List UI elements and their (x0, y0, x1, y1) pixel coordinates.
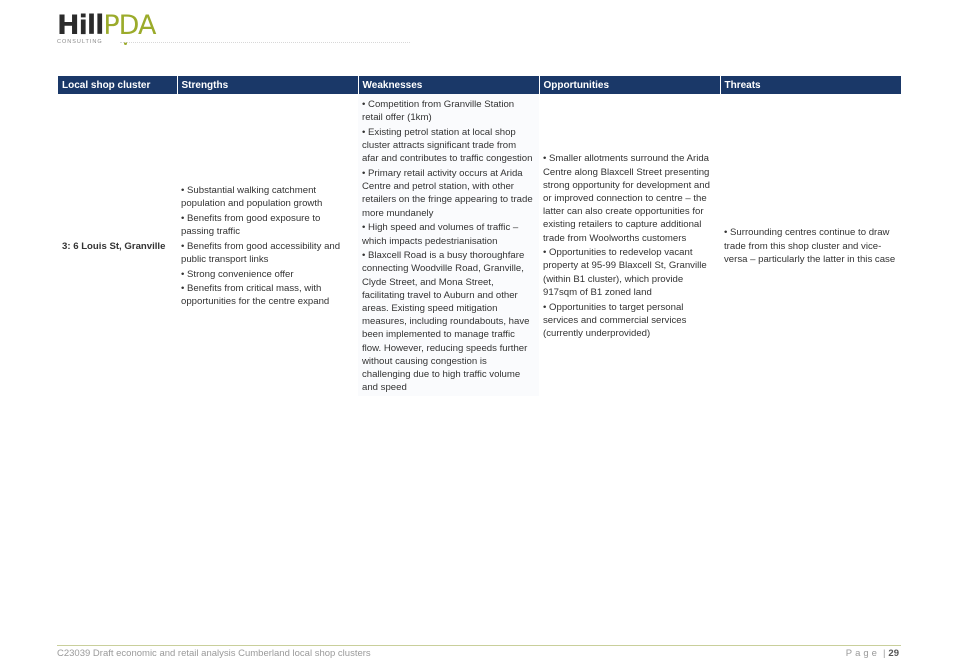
column-header-strengths: Strengths (177, 76, 359, 94)
cluster-name-cell: 3: 6 Louis St, Granville (62, 241, 166, 253)
opportunity-item: • Opportunities to redevelop vacant prop… (543, 247, 707, 298)
logo-hill-text: Hill (57, 10, 104, 41)
threats-cell: • Surrounding centres continue to draw t… (720, 94, 901, 396)
page-label: Page (845, 648, 880, 659)
threat-item: • Surrounding centres continue to draw t… (724, 227, 896, 265)
page-number: 29 (888, 648, 899, 659)
footer-divider (57, 645, 901, 646)
logo-dot-icon (124, 42, 127, 45)
weakness-item: • Competition from Granville Station ret… (362, 99, 515, 124)
column-header-weaknesses: Weaknesses (358, 76, 540, 94)
hillpda-logo: HillPDA CONSULTING (57, 10, 156, 45)
logo-wordmark: HillPDA (57, 10, 156, 41)
strength-item: • Strong convenience offer (181, 268, 294, 280)
table-header-row: Local shop cluster Strengths Weaknesses … (58, 76, 901, 94)
footer-document-title: C23039 Draft economic and retail analysi… (57, 648, 371, 659)
logo-subtitle: CONSULTING (57, 39, 103, 45)
swot-table: Local shop cluster Strengths Weaknesses … (58, 76, 901, 396)
footer-page-indicator: Page|29 (846, 648, 899, 659)
table-row: 3: 6 Louis St, Granville • Substantial w… (58, 94, 901, 396)
strength-item: • Benefits from good accessibility and p… (181, 240, 341, 265)
opportunities-cell: • Smaller allotments surround the Arida … (539, 94, 720, 396)
strength-item: • Benefits from good exposure to passing… (181, 212, 321, 237)
weakness-item: • High speed and volumes of traffic – wh… (362, 222, 519, 247)
weaknesses-cell: • Competition from Granville Station ret… (358, 94, 539, 396)
weakness-item: • Existing petrol station at local shop … (362, 126, 533, 165)
header-divider (120, 42, 410, 43)
strength-item: • Benefits from critical mass, with oppo… (181, 283, 330, 308)
weakness-item: • Blaxcell Road is a busy thoroughfare c… (362, 250, 530, 394)
column-header-opportunities: Opportunities (539, 76, 721, 94)
column-header-cluster: Local shop cluster (58, 76, 178, 94)
opportunity-item: • Smaller allotments surround the Arida … (543, 153, 710, 244)
page-separator: | (882, 648, 886, 659)
opportunity-item: • Opportunities to target personal servi… (543, 301, 687, 339)
strengths-cell: • Substantial walking catchment populati… (177, 94, 358, 396)
logo-pda-text: PDA (103, 10, 156, 41)
column-header-threats: Threats (720, 76, 901, 94)
weakness-item: • Primary retail activity occurs at Arid… (362, 168, 533, 219)
strength-item: • Substantial walking catchment populati… (181, 184, 323, 210)
